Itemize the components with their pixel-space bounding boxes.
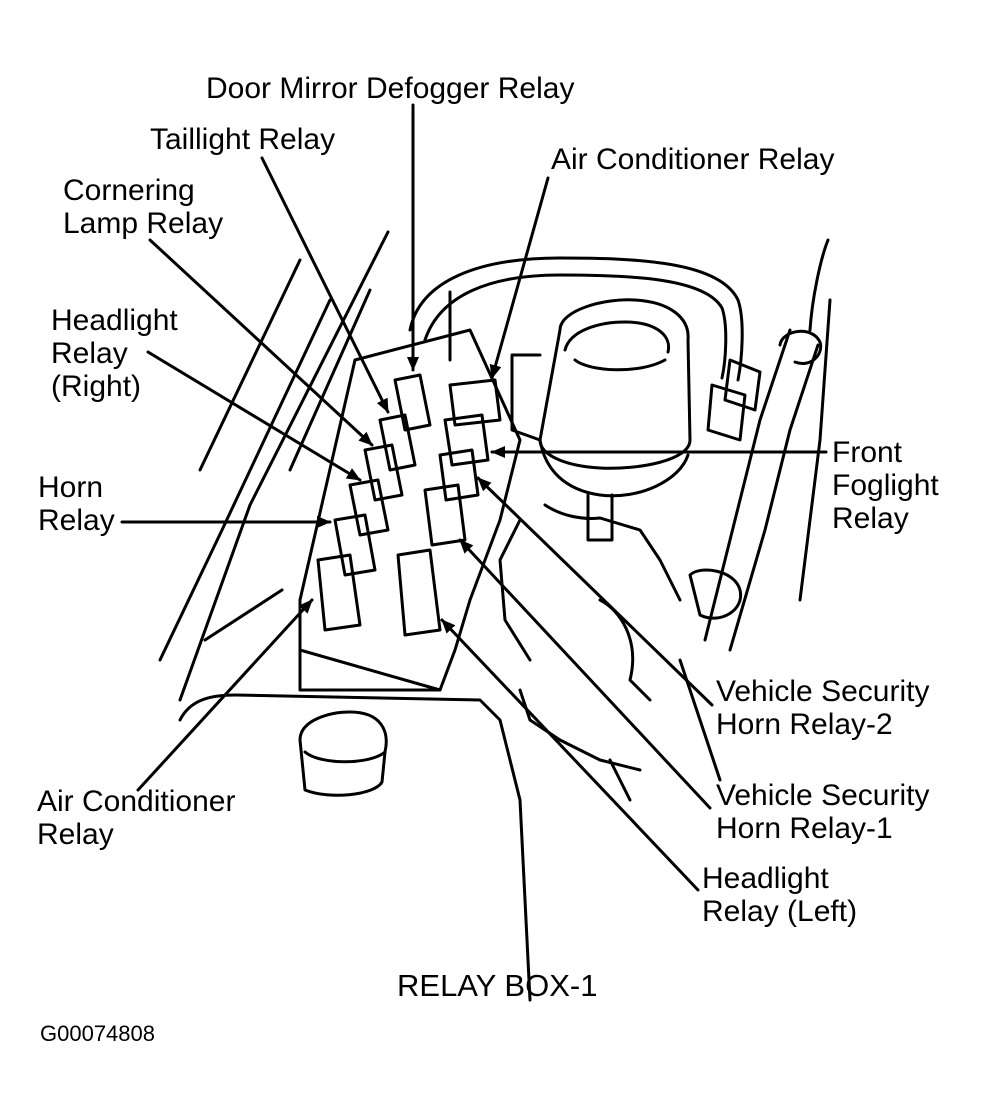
label-line: Relay	[38, 504, 115, 537]
relay-cornering-lamp	[363, 443, 404, 502]
label-line: Air Conditioner Relay	[551, 143, 835, 176]
label-line: Headlight	[702, 862, 829, 895]
label-air-conditioner-relay-top: Air Conditioner Relay	[551, 143, 834, 176]
relay-headlight-left	[396, 548, 442, 637]
relay-headlight-right	[348, 478, 390, 537]
label-line: Headlight	[51, 304, 178, 337]
relay-air-conditioner-upper	[448, 378, 502, 427]
engine-part-outline	[498, 518, 532, 662]
fender-edge-line	[158, 298, 332, 662]
label-taillight-relay: Taillight Relay	[150, 123, 335, 156]
label-line: Air Conditioner	[37, 785, 236, 818]
fender-edge-line	[203, 588, 284, 642]
relay-vehicle-security-horn-2	[438, 448, 480, 502]
right-frame-line	[798, 298, 832, 602]
label-line: Foglight	[832, 469, 939, 502]
label-vehicle-security-horn-relay-1: Vehicle Security Horn Relay-1	[716, 779, 929, 845]
pointer-air-conditioner-lower	[136, 598, 314, 792]
pointer-vehicle-security-horn-1	[458, 538, 712, 810]
hose-clamp	[688, 568, 743, 620]
pointer-taillight	[260, 156, 390, 414]
pointer-vehicle-security-horn-2	[476, 476, 714, 707]
pointer-cornering-lamp	[148, 238, 374, 447]
hose-loop	[408, 256, 744, 382]
hose-loop	[423, 273, 728, 380]
relay-front-foglight	[443, 413, 490, 467]
pointer-headlight-right	[146, 350, 362, 482]
fender-edge-line	[288, 288, 372, 472]
engine-part-outline	[608, 758, 632, 802]
right-frame-line	[808, 238, 830, 332]
label-line: Door Mirror Defogger Relay	[206, 72, 575, 105]
label-line: Vehicle Security	[716, 675, 930, 708]
right-pipe	[728, 343, 820, 652]
label-door-mirror-defogger-relay: Door Mirror Defogger Relay	[206, 72, 574, 105]
figure-code: G00074808	[40, 1021, 155, 1046]
label-air-conditioner-relay-bottom: Air Conditioner Relay	[37, 785, 235, 851]
label-line: Front	[832, 436, 903, 469]
relay-door-mirror-defogger	[393, 373, 432, 432]
reservoir-cap-ring	[573, 358, 667, 372]
fuse-box-cap	[298, 710, 388, 797]
label-vehicle-security-horn-relay-2: Vehicle Security Horn Relay-2	[716, 675, 929, 741]
reservoir-cap-ring	[563, 320, 671, 354]
relay-box-base	[298, 648, 442, 692]
label-line: Relay	[37, 818, 114, 851]
label-line: Cornering	[63, 174, 195, 207]
reservoir-bracket	[510, 353, 542, 442]
relay-taillight	[378, 413, 417, 472]
label-headlight-relay-left: Headlight Relay (Left)	[702, 862, 857, 928]
label-horn-relay: Horn Relay	[38, 471, 115, 537]
label-headlight-relay-right: Headlight Relay (Right)	[51, 304, 178, 403]
right-pipe	[703, 328, 792, 642]
fender-edge-line	[198, 258, 302, 472]
engine-part-outline	[518, 688, 642, 772]
relay-box-housing	[298, 328, 522, 692]
engine-part-outline	[598, 598, 652, 702]
pipe-clamp	[778, 329, 823, 365]
label-line: Lamp Relay	[63, 207, 224, 240]
label-line: Horn Relay-2	[716, 708, 893, 741]
reservoir-body	[538, 438, 690, 498]
label-front-foglight-relay: Front Foglight Relay	[832, 436, 939, 535]
diagram-caption: RELAY BOX-1	[397, 968, 598, 1003]
label-cornering-lamp-relay: Cornering Lamp Relay	[63, 174, 223, 240]
sensor-connector	[723, 358, 762, 412]
label-line: Vehicle Security	[716, 779, 930, 812]
fuse-box-cap	[303, 750, 387, 764]
label-line: Relay (Left)	[702, 895, 858, 928]
label-line: Taillight Relay	[150, 123, 336, 156]
label-line: (Right)	[51, 370, 142, 403]
label-line: Relay	[51, 337, 128, 370]
sensor-connector	[706, 383, 747, 442]
fender-edge-line	[178, 230, 390, 702]
label-line: Horn Relay-1	[716, 812, 893, 845]
relay-air-conditioner-lower	[316, 553, 362, 632]
label-line: Horn	[38, 471, 104, 504]
engine-part-outline	[543, 503, 682, 602]
fuse-box-cover	[178, 693, 532, 1002]
label-line: Relay	[832, 502, 909, 535]
relay-horn	[333, 513, 377, 577]
pointer-headlight-left	[440, 618, 700, 892]
pointer-air-conditioner-upper	[489, 176, 550, 380]
reservoir-tank	[538, 298, 692, 470]
